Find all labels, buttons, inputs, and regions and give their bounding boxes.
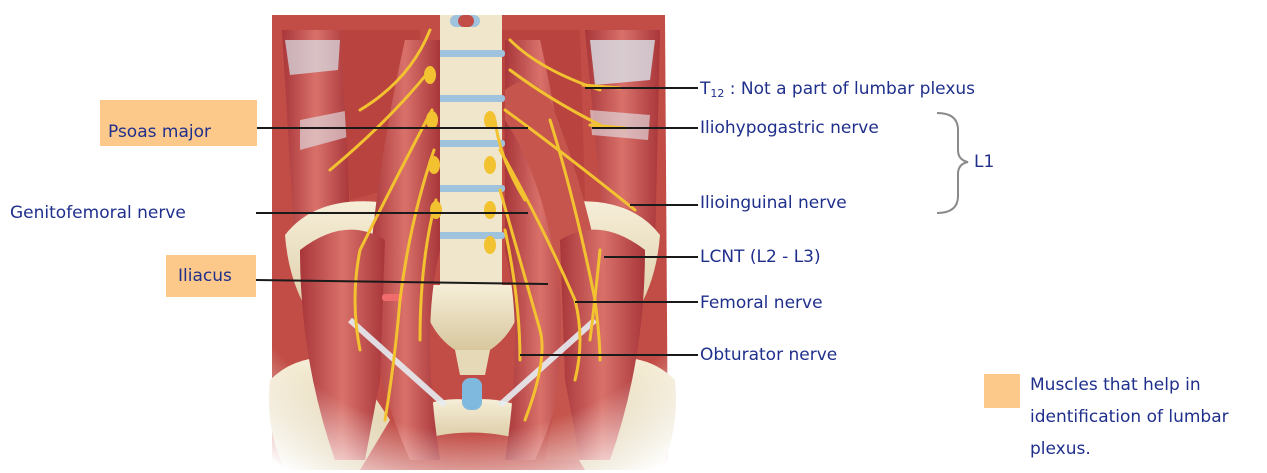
label-l1: L1	[974, 151, 994, 173]
label-t12: T12 : Not a part of lumbar plexus	[700, 78, 975, 105]
label-iliohypogastric: Iliohypogastric nerve	[700, 117, 879, 139]
legend-swatch	[984, 374, 1020, 408]
label-psoas-major: Psoas major	[108, 121, 211, 143]
label-genitofemoral: Genitofemoral nerve	[10, 202, 186, 224]
label-obturator: Obturator nerve	[700, 344, 837, 366]
label-lcnt: LCNT (L2 - L3)	[700, 246, 821, 268]
label-ilioinguinal: Ilioinguinal nerve	[700, 192, 847, 214]
legend-text: Muscles that help in identification of l…	[1030, 369, 1265, 465]
l1-brace	[937, 113, 968, 213]
label-femoral: Femoral nerve	[700, 292, 823, 314]
label-iliacus: Iliacus	[178, 265, 232, 287]
